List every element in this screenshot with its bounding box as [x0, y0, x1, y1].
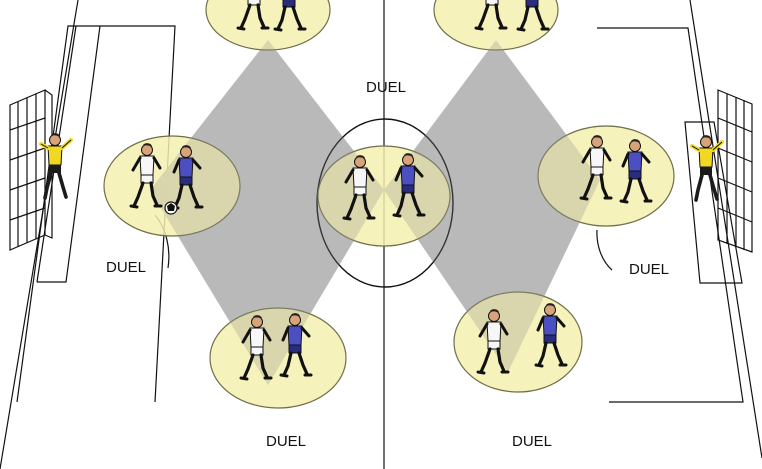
- right-goal: [717, 89, 753, 253]
- duel-label-bottom-right: DUEL: [512, 433, 552, 450]
- left-goal: [9, 89, 53, 251]
- right-touchline: [689, 0, 762, 459]
- right-diamond-overlay: [384, 40, 600, 372]
- duel-label-center: DUEL: [366, 79, 406, 96]
- left-diamond-overlay: [150, 40, 384, 385]
- duel-zone-top-left: [205, 0, 331, 51]
- left-diamond: [150, 40, 384, 385]
- center-circle: [316, 118, 454, 288]
- players: [39, 0, 724, 381]
- right-diamond: [384, 40, 600, 372]
- right-penalty-area: [597, 27, 744, 403]
- duel-zone-right: [537, 125, 675, 227]
- left-touchline: [0, 0, 79, 469]
- duel-label-right: DUEL: [629, 261, 669, 278]
- duel-zone-bottom-left: [209, 307, 347, 409]
- left-goal-area-box: [37, 25, 101, 283]
- right-penalty-arc: [596, 229, 613, 271]
- duel-label-bottom-left: DUEL: [266, 433, 306, 450]
- duel-label-left: DUEL: [106, 259, 146, 276]
- right-goal-area-box: [684, 121, 743, 284]
- ball-patch: [167, 203, 175, 211]
